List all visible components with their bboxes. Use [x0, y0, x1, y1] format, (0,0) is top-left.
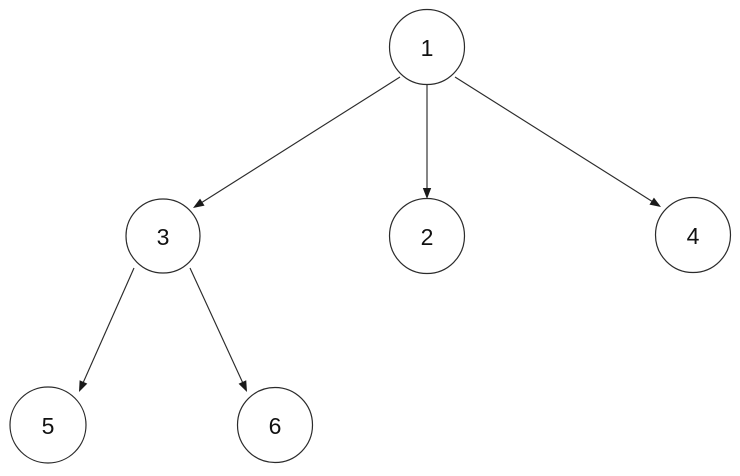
node-2[interactable]: 2: [388, 197, 466, 275]
node-circle-1[interactable]: [388, 8, 466, 86]
node-6[interactable]: 6: [236, 386, 314, 464]
edges-layer: [79, 76, 661, 392]
node-4[interactable]: 4: [654, 196, 732, 274]
arrowhead-icon: [79, 380, 88, 392]
node-label-6: 6: [269, 413, 282, 439]
node-5[interactable]: 5: [9, 386, 87, 464]
arrowhead-icon: [238, 380, 247, 392]
edge-1-to-2: [422, 85, 432, 199]
edge-3-to-5: [79, 267, 135, 392]
node-label-3: 3: [157, 224, 170, 250]
node-3[interactable]: 3: [125, 198, 201, 274]
arrowhead-icon: [193, 198, 205, 208]
node-label-1: 1: [421, 35, 434, 61]
arrowhead-icon: [649, 197, 661, 207]
edge-1-to-3: [193, 76, 401, 208]
nodes-layer: 1 3 2 4 5 6: [9, 8, 732, 464]
node-circle-2[interactable]: [388, 197, 466, 275]
node-circle-5[interactable]: [9, 386, 87, 464]
arrowhead-icon: [422, 188, 432, 199]
node-1[interactable]: 1: [388, 8, 466, 86]
node-label-4: 4: [687, 223, 700, 249]
edge-3-to-6: [189, 267, 247, 392]
node-circle-4[interactable]: [654, 196, 732, 274]
node-label-5: 5: [42, 413, 55, 439]
edge-1-to-4: [454, 76, 661, 207]
node-label-2: 2: [421, 224, 434, 250]
node-circle-3[interactable]: [125, 198, 201, 274]
node-circle-6[interactable]: [236, 386, 314, 464]
